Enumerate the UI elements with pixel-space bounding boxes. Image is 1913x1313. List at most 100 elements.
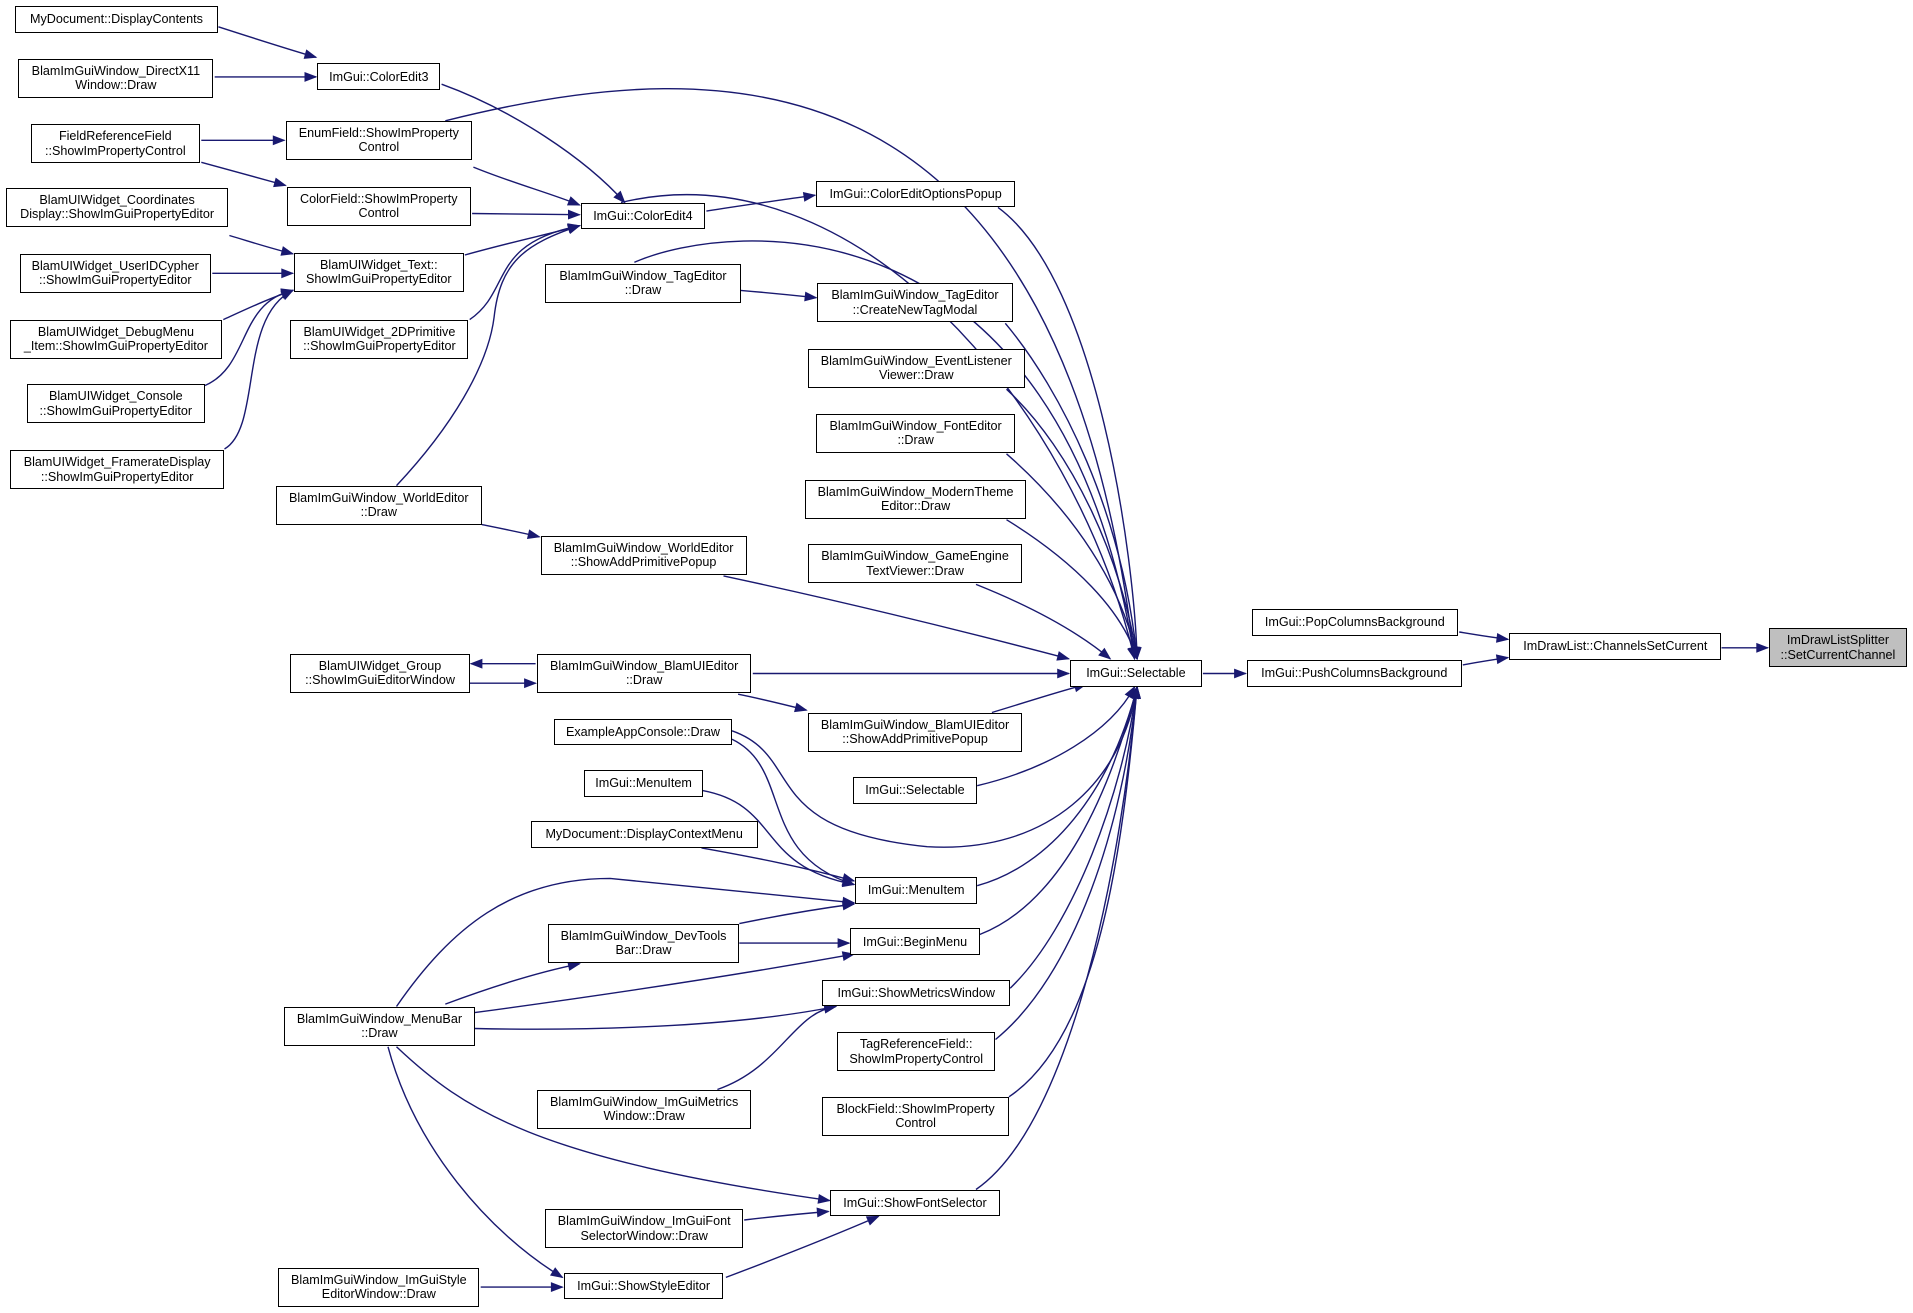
arrowhead-mydisp-to-ce3 <box>303 49 318 59</box>
node-ceopt[interactable]: ImGui::ColorEditOptionsPopup <box>816 180 1016 208</box>
edge-menuitemL-to-menuitemR <box>702 789 855 886</box>
node-exconsole[interactable]: ExampleAppConsole::Draw <box>553 718 732 746</box>
edge-enumf-to-sel <box>445 88 1136 659</box>
node-framerate[interactable]: BlamUIWidget_FramerateDisplay::ShowImGui… <box>9 450 225 490</box>
node-menuitemR[interactable]: ImGui::MenuItem <box>855 877 978 904</box>
edge-fieldref-to-colorf <box>201 161 286 187</box>
node-label-line: ShowImGuiPropertyEditor <box>306 272 452 286</box>
node-label-line: ShowImPropertyControl <box>849 1051 984 1066</box>
edge-mydisp-to-ce3 <box>218 26 317 58</box>
node-label-line: ::CreateNewTagModal <box>852 302 978 317</box>
node-popcol[interactable]: ImGui::PopColumnsBackground <box>1251 608 1458 636</box>
node-chset[interactable]: ImDrawList::ChannelsSetCurrent <box>1509 633 1722 660</box>
node-styleed[interactable]: ImGui::ShowStyleEditor <box>563 1272 724 1300</box>
node-myctx[interactable]: MyDocument::DisplayContextMenu <box>530 821 758 848</box>
arrowhead-worldadd-to-sel <box>1056 651 1071 661</box>
arrowhead-taged-to-tagnew <box>804 291 818 302</box>
arrowhead-framerate-to-wtext <box>280 289 295 301</box>
node-label-line: BlamImGuiWindow_BlamUIEditor <box>820 717 1010 732</box>
node-label-line: BlamImGuiWindow_MenuBar <box>296 1011 463 1026</box>
node-w2d[interactable]: BlamUIWidget_2DPrimitive::ShowImGuiPrope… <box>290 319 469 359</box>
node-blamui[interactable]: BlamImGuiWindow_BlamUIEditor::Draw <box>536 653 752 693</box>
node-metrics[interactable]: ImGui::ShowMetricsWindow <box>822 979 1011 1007</box>
node-label-line: BlamImGuiWindow_ImGuiMetrics <box>550 1094 739 1109</box>
node-sel[interactable]: ImGui::Selectable <box>1070 660 1202 687</box>
edge-gametext-to-sel <box>975 583 1111 660</box>
node-label-line: BlamImGuiWindow_WorldEditor <box>288 490 469 505</box>
edge-colorf-to-ce4 <box>472 212 580 216</box>
node-mydisp[interactable]: MyDocument::DisplayContents <box>14 6 219 33</box>
edge-beginmenu-to-sel <box>979 686 1138 936</box>
node-debugmenu[interactable]: BlamUIWidget_DebugMenu_Item::ShowImGuiPr… <box>9 319 223 359</box>
node-fonted[interactable]: BlamImGuiWindow_FontEditor::Draw <box>816 413 1016 453</box>
node-tagnew[interactable]: BlamImGuiWindow_TagEditor::CreateNewTagM… <box>817 283 1013 322</box>
edge-exconsole-to-menuitemR <box>731 738 855 886</box>
edge-menubar-to-fontsel <box>396 1046 830 1202</box>
node-pushcol[interactable]: ImGui::PushColumnsBackground <box>1246 660 1462 687</box>
edge-framerate-to-wtext <box>224 289 294 450</box>
edge-eventl-to-sel <box>1006 388 1138 659</box>
node-fontsel[interactable]: ImGui::ShowFontSelector <box>829 1189 1001 1217</box>
edge-console-to-wtext <box>204 289 293 387</box>
arrowhead-menubar-to-fontsel <box>817 1194 831 1204</box>
node-worlded[interactable]: BlamImGuiWindow_WorldEditor::Draw <box>275 485 482 525</box>
node-label-line: ImDrawList::ChannelsSetCurrent <box>1523 639 1708 654</box>
edge-exconsole-to-sel <box>731 686 1138 848</box>
node-label-line: TextViewer::Draw <box>866 563 964 578</box>
node-label-line: ::ShowImGuiEditorWindow <box>305 673 455 688</box>
node-label-line: ::ShowAddPrimitivePopup <box>570 555 717 570</box>
node-label-line: ::ShowImGuiPropertyEditor <box>38 273 192 288</box>
node-worldadd[interactable]: BlamImGuiWindow_WorldEditor::ShowAddPrim… <box>540 535 747 575</box>
arrowhead-dx11-to-ce3 <box>304 71 318 82</box>
node-label-line: ::Draw <box>361 1026 398 1040</box>
node-blamuiadd[interactable]: BlamImGuiWindow_BlamUIEditor::ShowAddPri… <box>807 712 1023 752</box>
node-label-line: BlamImGuiWindow_ModernTheme <box>817 484 1014 499</box>
edge-menubar-to-menuitemR <box>395 877 855 1007</box>
edge-menubar-to-devtools <box>445 963 580 1005</box>
arrowhead-sel-to-pushcol <box>1234 668 1248 679</box>
edge-fontsel-to-sel <box>975 686 1138 1191</box>
node-label-line: ::ShowImGuiPropertyEditor <box>303 339 456 354</box>
node-console[interactable]: BlamUIWidget_Console::ShowImGuiPropertyE… <box>26 384 205 424</box>
node-sel2[interactable]: ImGui::Selectable <box>852 777 978 804</box>
arrowhead-fieldref-to-colorf <box>273 177 287 188</box>
node-userid[interactable]: BlamUIWidget_UserIDCypher::ShowImGuiProp… <box>19 253 211 293</box>
node-label-line: ::Draw <box>897 433 934 448</box>
arrowhead-myctx-to-menuitemR <box>841 873 856 883</box>
node-fieldref[interactable]: FieldReferenceField::ShowImPropertyContr… <box>30 124 201 164</box>
arrowhead-menubar-to-menuitemR <box>842 896 856 907</box>
arrowhead-enumf-to-ce4 <box>566 196 581 206</box>
edge-taged-to-sel <box>634 240 1136 659</box>
node-menuitemL[interactable]: ImGui::MenuItem <box>584 769 703 797</box>
edge-blamuiadd-to-sel <box>991 683 1086 714</box>
node-label-line: BlamImGuiWindow_DirectX11 <box>31 63 201 78</box>
node-label-line: ImGui::PushColumnsBackground <box>1261 666 1448 681</box>
node-ce4[interactable]: ImGui::ColorEdit4 <box>580 202 706 230</box>
node-label-line: ImGui::MenuItem <box>595 775 692 790</box>
node-tagref[interactable]: TagReferenceField::ShowImPropertyControl <box>836 1032 996 1072</box>
node-beginmenu[interactable]: ImGui::BeginMenu <box>850 928 980 956</box>
edge-styleed-to-fontsel <box>725 1215 879 1279</box>
node-wtext[interactable]: BlamUIWidget_Text::ShowImGuiPropertyEdit… <box>294 252 464 292</box>
node-ce3[interactable]: ImGui::ColorEdit3 <box>317 63 441 91</box>
arrowhead-devtools-to-beginmenu <box>837 938 851 949</box>
arrowhead-worlded-to-ce4 <box>566 224 581 235</box>
node-group[interactable]: BlamUIWidget_Group::ShowImGuiEditorWindo… <box>290 653 470 693</box>
node-label-line: FieldReferenceField <box>58 129 172 144</box>
arrowhead-worlded-to-worldadd <box>526 529 541 539</box>
node-menubar[interactable]: BlamImGuiWindow_MenuBar::Draw <box>284 1006 475 1046</box>
node-taged[interactable]: BlamImGuiWindow_TagEditor::Draw <box>545 263 741 303</box>
